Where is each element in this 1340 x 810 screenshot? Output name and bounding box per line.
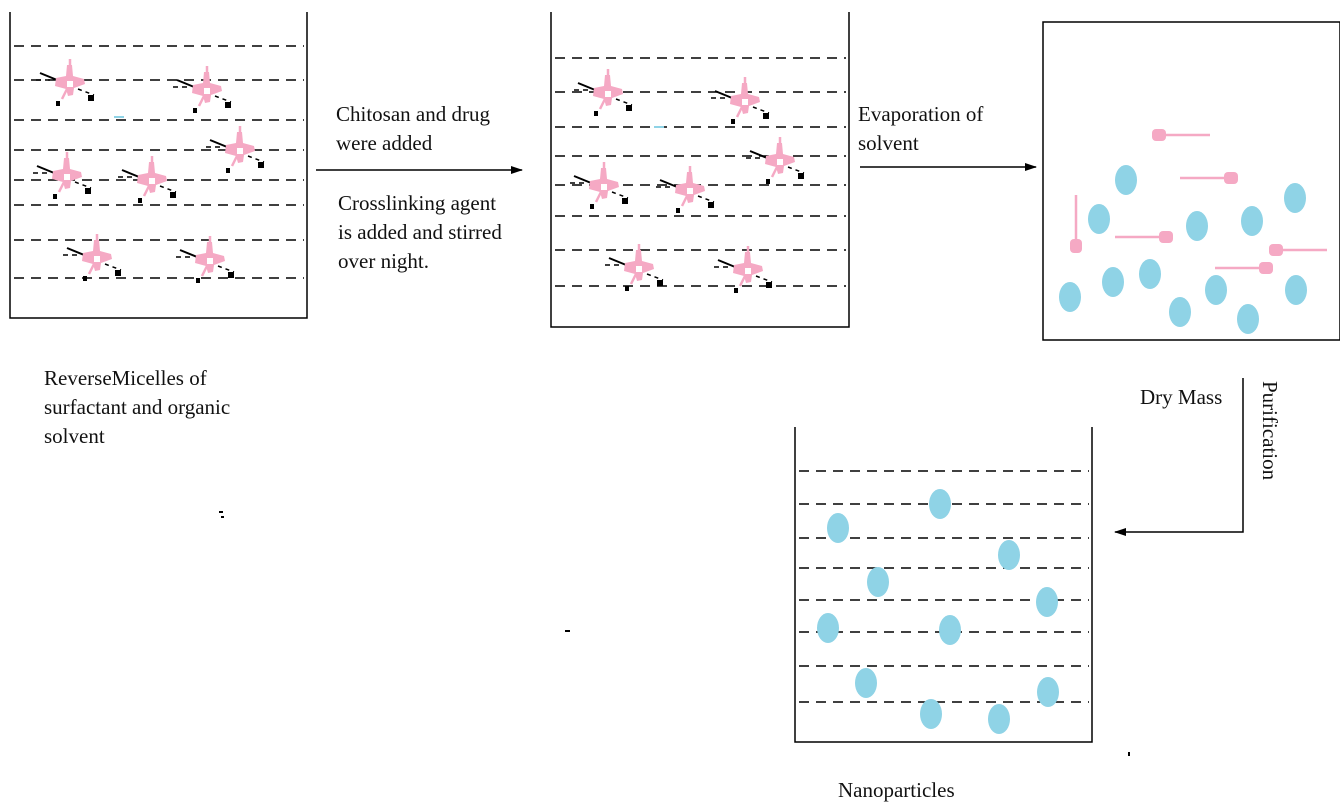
micelle [654, 164, 716, 215]
nanoparticle [929, 489, 951, 519]
arrow-purification [1114, 378, 1244, 536]
dry-mass-label: Dry Mass [1140, 385, 1223, 409]
nanoparticle [867, 567, 889, 597]
nanoparticle [1186, 211, 1208, 241]
chitosan-strand [1213, 260, 1275, 276]
beaker-crosslinked [550, 12, 850, 328]
chitosan-strand [1068, 193, 1084, 255]
micelle [744, 135, 806, 186]
nanoparticle [817, 613, 839, 643]
nanoparticle [988, 704, 1010, 734]
step1-crosslink-label: Crosslinking agent is added and stirred … [338, 191, 502, 273]
nanoparticle [1037, 677, 1059, 707]
micelle [709, 75, 771, 126]
nanoparticle [1285, 275, 1307, 305]
nanoparticle [1139, 259, 1161, 289]
beaker1-caption: ReverseMicelles of surfactant and organi… [44, 366, 231, 448]
beaker-dry-mass [1042, 21, 1340, 341]
nanoparticle [1088, 204, 1110, 234]
nanoparticle [1115, 165, 1137, 195]
nanoparticle [920, 699, 942, 729]
chitosan-strand [1150, 127, 1212, 143]
step1-label: Chitosan and drug were added [336, 102, 490, 155]
chitosan-strand [1178, 170, 1240, 186]
micelle [603, 242, 665, 293]
nanoparticle [1284, 183, 1306, 213]
beaker-nanoparticles [794, 427, 1093, 743]
nanoparticle [855, 668, 877, 698]
nanoparticle [1102, 267, 1124, 297]
nanoparticle [1241, 206, 1263, 236]
nanoparticle [939, 615, 961, 645]
micelle [174, 234, 236, 285]
nanoparticle [998, 540, 1020, 570]
micelle [31, 150, 93, 201]
nanoparticle [1237, 304, 1259, 334]
chitosan-strand [1267, 242, 1329, 258]
nanoparticle [1205, 275, 1227, 305]
nanoparticle [827, 513, 849, 543]
micelle [61, 232, 123, 283]
micelle [171, 64, 233, 115]
chitosan-strand [1113, 229, 1175, 245]
nanoparticle [1059, 282, 1081, 312]
nanoparticles-label: Nanoparticles [838, 778, 955, 802]
step2-label: Evaporation of solvent [858, 102, 984, 155]
micelle [34, 57, 96, 108]
beaker-reverse-micelles [9, 12, 308, 319]
purification-label: Purification [1258, 381, 1282, 481]
nanoparticle [1036, 587, 1058, 617]
nanoparticle [1169, 297, 1191, 327]
